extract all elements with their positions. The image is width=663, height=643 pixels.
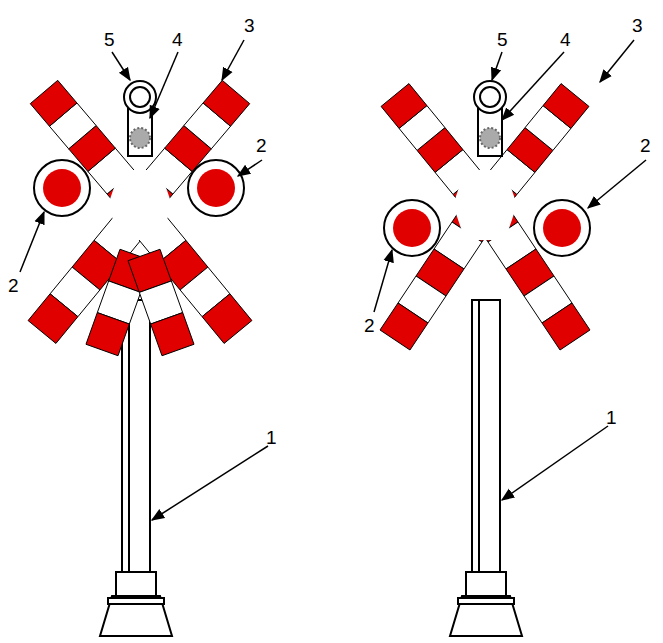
cross-centre: [453, 170, 517, 240]
arm-stripe: [86, 313, 129, 356]
arm-stripe: [381, 84, 427, 129]
callout-number: 5: [497, 30, 508, 49]
callout-number: 2: [8, 276, 19, 295]
callout-number: 2: [256, 136, 267, 155]
callout-number: 1: [606, 408, 617, 427]
arm-stripe: [543, 84, 589, 129]
white-lamp: [474, 81, 506, 156]
callout-number: 2: [640, 136, 651, 155]
leader-arrow: [20, 40, 646, 520]
cross-arm: [128, 249, 194, 355]
arm-stripe: [151, 313, 194, 356]
arm-stripe: [30, 80, 77, 126]
red-lamp: [34, 160, 590, 256]
arm-stripe: [203, 80, 250, 126]
callout-number: 3: [244, 16, 255, 35]
white-lamp: [124, 81, 156, 156]
callout-number: 1: [266, 428, 277, 447]
arm-stripe: [28, 294, 78, 344]
arm-stripe: [542, 303, 590, 350]
arm-stripe: [202, 294, 252, 344]
post: [450, 300, 522, 636]
callout-number: 5: [104, 30, 115, 49]
arm-stripe: [380, 303, 428, 350]
callout-number: 4: [560, 30, 571, 49]
cross-centre: [108, 170, 172, 240]
callout-number: 3: [632, 16, 643, 35]
callout-number: 2: [364, 316, 375, 335]
callout-number: 4: [172, 30, 183, 49]
